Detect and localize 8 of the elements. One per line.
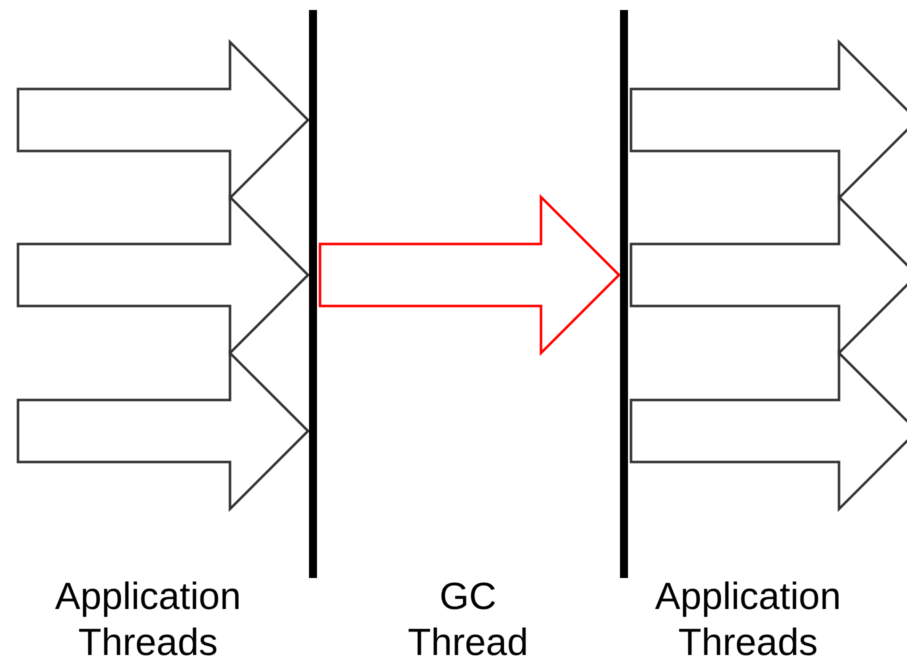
column-label: GC Thread [406, 575, 530, 666]
block-arrow [16, 350, 310, 512]
block-arrow [630, 350, 907, 512]
column-label: Application Threads [54, 575, 242, 666]
barrier-bar [309, 10, 317, 578]
barrier-bar [620, 10, 628, 578]
block-arrow [318, 194, 621, 356]
column-label: Application Threads [654, 575, 842, 666]
